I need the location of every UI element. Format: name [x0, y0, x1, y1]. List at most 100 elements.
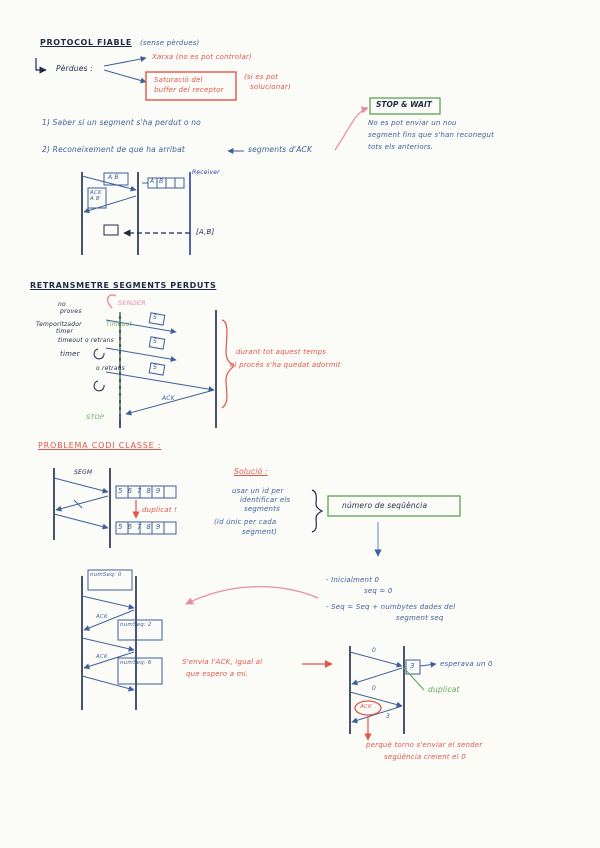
seq-line-1: - Seq = Seq + numbytes dades del	[326, 603, 456, 611]
d5-box-3	[405, 659, 421, 675]
pink-arrow-2	[185, 586, 319, 605]
bottom-note-2: següència creient el 0	[384, 753, 466, 761]
d5-ack-1	[351, 667, 403, 686]
d3-cell-9: 9	[155, 487, 166, 495]
perdues-arrow-2	[103, 69, 147, 84]
d1-seg-arrow	[81, 175, 137, 192]
d5-seg-2	[349, 691, 403, 708]
d5-num-3b: 3	[386, 713, 391, 720]
d1-ack-arrow	[83, 195, 137, 214]
d3-seg	[53, 477, 109, 494]
seqbox-3-label: numSeq: 6	[120, 660, 152, 666]
d2-seg-box-3	[148, 362, 166, 376]
d2-seg-1	[105, 319, 177, 335]
d3-buffer-1	[115, 485, 177, 499]
d1-seg-box	[103, 172, 129, 186]
brace-text-1: durant tot aquest temps	[236, 348, 327, 356]
d1-receiver-label: Receiver	[192, 169, 220, 176]
d3-cross	[73, 499, 83, 509]
stop-wait-label: STOP & WAIT	[376, 100, 432, 109]
d3-cell-8b: 8	[146, 523, 156, 531]
d2-ack-label: ACK	[162, 395, 175, 402]
d2-timer-loop-1	[93, 348, 105, 360]
d3-cell-5: 5	[118, 487, 128, 495]
d3-cell-7b: 7	[136, 523, 147, 531]
item-2-arrow-label: segments d'ACK	[248, 145, 313, 154]
d2-seg-3	[105, 371, 215, 393]
d2-seg-label-2: S	[153, 338, 158, 345]
item-1: 1) Saber si un segment s'ha perdut o no	[42, 118, 201, 127]
duplicat-2-label: duplicat	[428, 685, 460, 694]
d1-buffer-cell-a: A	[150, 178, 155, 185]
stop-wait-desc-3: tots els anteriors.	[368, 143, 434, 151]
d3-cell-6: 6	[127, 487, 137, 495]
seq-line-2: segment seq	[396, 614, 444, 622]
brace-text-2: el procés s'ha quedat adormit	[230, 361, 341, 369]
stop-wait-desc-2: segment fins que s'han reconegut	[368, 131, 495, 139]
duplicat-label: duplicat !	[142, 506, 178, 514]
d2-seg-label-3: S	[153, 364, 158, 371]
solucio-line-5: segment)	[242, 528, 278, 536]
bottom-note-1: perquè torno s'enviar el sender	[366, 741, 483, 749]
d5-ack-2	[351, 705, 403, 724]
d2-seg-2	[105, 347, 177, 363]
d4-seg-1	[81, 595, 135, 610]
d1-ack-label: ACK A B	[90, 190, 102, 203]
esperava-label: esperava un 0	[440, 660, 493, 668]
side-label-1b: proves	[60, 308, 82, 315]
d1-ack-box	[87, 187, 107, 209]
d5-ack-circle-label: ACK	[360, 704, 372, 710]
d3-cell-6b: 6	[127, 523, 137, 531]
d5-seg-1	[349, 651, 403, 668]
section1-title: PROTOCOL FIABLE	[40, 38, 132, 47]
side-label-4: timer	[60, 350, 80, 358]
d4-seqbox-3	[117, 657, 163, 685]
d3-buffer-2	[115, 521, 177, 535]
perdues-hook	[35, 58, 47, 74]
d1-buffer-cell-b: B	[159, 178, 164, 185]
buffer-saturation-box	[145, 71, 237, 101]
branch2-note-line-2: solucionar)	[250, 83, 291, 91]
d2-timer-loop-2	[93, 380, 105, 392]
ack-note-1: S'envia l'ACK, igual al	[182, 658, 263, 666]
numero-seq-box	[327, 495, 461, 517]
side-label-3: timeout o retrans	[58, 337, 114, 344]
branch2-note-line-1: (si es pot	[244, 73, 279, 81]
d4-ack-1-label: ACK	[96, 614, 108, 620]
side-label-2-extra: Timeout	[106, 321, 133, 328]
stop-wait-desc-1: No es pot enviar un nou	[368, 119, 457, 127]
d1-app-label: [A,B]	[196, 228, 215, 236]
side-label-2a: Temporitzador	[36, 321, 82, 328]
numero-seq-label: número de seqüència	[342, 501, 428, 510]
d2-ack	[125, 389, 215, 416]
d5-ack-circle	[354, 700, 382, 716]
d2-seg-box-2	[148, 336, 166, 350]
d5-num-3a: 3	[410, 662, 415, 670]
d4-ack-2	[83, 651, 135, 670]
init-line-2: seq = 0	[364, 587, 393, 595]
d2-pink-curl	[106, 294, 117, 309]
ack-note-2: que espero a mi.	[186, 670, 249, 678]
solucio-line-4: (id únic per cada	[214, 518, 277, 526]
d3-cell-8: 8	[146, 487, 156, 495]
stop-label: STOP	[86, 413, 104, 421]
section3-title: PROBLEMA CODI CLASSE :	[38, 441, 162, 450]
stop-wait-box	[369, 97, 441, 115]
d3-buffer-cells-1: 56789	[118, 487, 165, 495]
side-label-5: o retrans	[96, 365, 125, 372]
d4-seqbox-2	[117, 619, 163, 641]
perdues-arrow-1	[103, 56, 147, 67]
d3-cell-9b: 9	[155, 523, 166, 531]
perdues-branch-1: Xarxa (no es pot controlar)	[152, 53, 252, 61]
d2-seg-label-1: S	[153, 314, 158, 321]
d1-app-box	[103, 224, 119, 236]
perdues-branch-2-line-2: buffer del receptor	[154, 86, 224, 94]
sender-label: SENDER	[118, 299, 146, 307]
d4-ack-1	[83, 609, 135, 631]
d4-seg-2	[81, 637, 135, 652]
d2-seg-box-1	[148, 312, 166, 326]
perdues-label: Pèrdues :	[56, 64, 93, 73]
solucio-line-1: usar un id per	[232, 487, 284, 495]
pink-arrow-1	[334, 106, 369, 151]
